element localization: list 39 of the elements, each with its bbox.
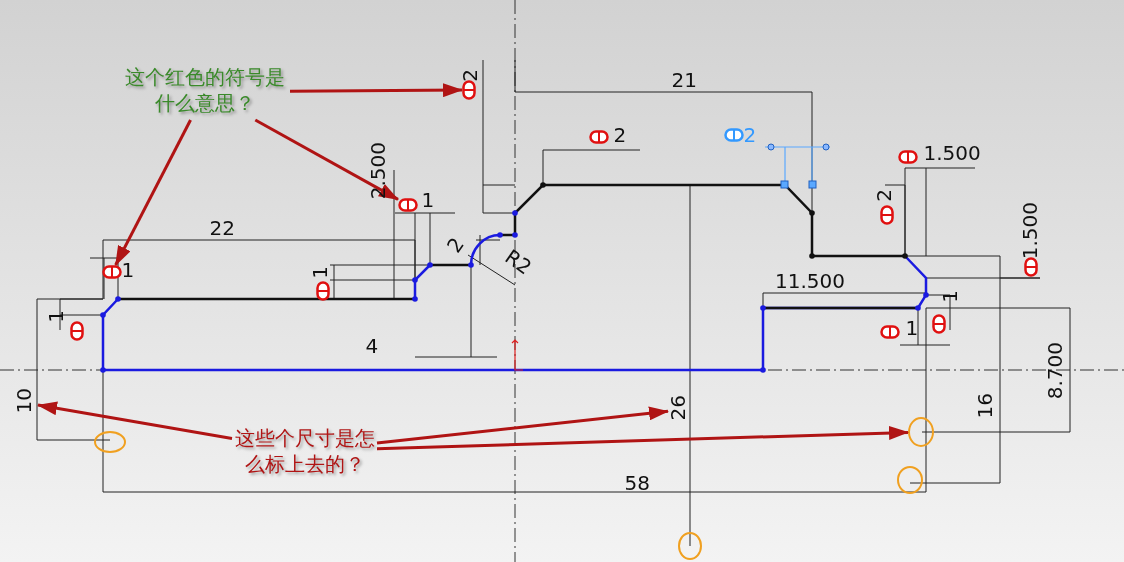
arrow [376, 406, 669, 445]
capsule-icon [462, 80, 476, 100]
dimension-value: 1 [310, 265, 330, 279]
arrow [376, 426, 909, 451]
question-note: 这些个尺寸是怎么标上去的？ [232, 425, 377, 477]
highlight-ellipse [94, 431, 126, 453]
arrow [290, 83, 463, 98]
arrow [254, 118, 399, 201]
dimension-value: 22 [209, 218, 235, 238]
dimension-value: 2 [874, 188, 894, 202]
dimension-value: 21 [671, 70, 697, 90]
dimension-value: 10 [14, 388, 34, 414]
dimension-value: 26 [668, 395, 688, 421]
dimension-value: 2.500 [368, 141, 388, 199]
highlight-ellipse [678, 532, 702, 560]
dimension-value: 1 [121, 260, 135, 280]
dimension-value: R2 [501, 246, 535, 278]
arrow [114, 119, 192, 266]
dimension-value: 1.500 [1020, 201, 1040, 259]
dimension-value: 58 [624, 473, 650, 493]
highlight-ellipse [908, 417, 934, 447]
dimension-value: 8.700 [1045, 341, 1065, 399]
highlight-ellipse [897, 466, 923, 494]
dimension-value: 2 [460, 68, 480, 82]
capsule-icon [102, 265, 122, 279]
dimension-value: 2 [743, 125, 757, 145]
dimension-value: 4 [365, 336, 379, 356]
dimension-value: 11.500 [775, 271, 845, 291]
dimension-value: 16 [975, 392, 995, 418]
dimension-value: 1.500 [923, 143, 981, 163]
dimension-value: 1 [46, 309, 66, 323]
dimension-value: 2 [443, 234, 467, 256]
dimension-value: 1 [421, 190, 435, 210]
arrow [37, 401, 233, 440]
capsule-icon [398, 198, 418, 212]
question-note: 这个红色的符号是什么意思？ [120, 64, 290, 116]
dimension-value: 1 [905, 318, 919, 338]
dimension-value: 1 [940, 289, 960, 303]
dimension-value: 2 [613, 125, 627, 145]
